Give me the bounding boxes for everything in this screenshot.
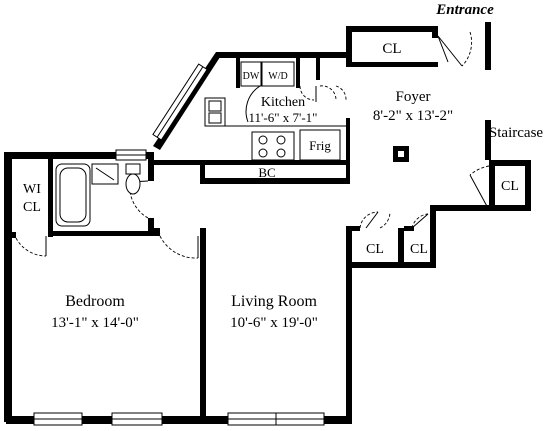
- foyer-dims: 8'-2" x 13'-2": [373, 108, 453, 124]
- fixtures: [55, 61, 409, 227]
- closet-lower-left-label: CL: [366, 242, 384, 257]
- labels: Entrance CL Foyer 8'-2" x 13'-2" Kitchen…: [23, 2, 543, 331]
- dishwasher-label: DW: [243, 71, 260, 82]
- closet-top-label: CL: [382, 41, 401, 57]
- fridge-label: Frig: [309, 138, 331, 153]
- bathtub: [55, 163, 91, 227]
- walk-in-closet-label-2: CL: [23, 200, 41, 215]
- walls: [4, 22, 531, 424]
- stove: [251, 131, 295, 161]
- closet-stair-label: CL: [501, 179, 519, 194]
- entrance-label: Entrance: [435, 2, 494, 18]
- foyer-name: Foyer: [396, 89, 431, 105]
- kitchen-dims: 11'-6" x 7'-1": [249, 110, 318, 125]
- washer-dryer-label: W/D: [268, 71, 287, 82]
- staircase-label: Staircase: [489, 125, 543, 141]
- living-room-name: Living Room: [231, 293, 317, 310]
- toilet: [125, 163, 141, 175]
- bc-label: BC: [258, 165, 275, 180]
- bedroom-dims: 13'-1" x 14'-0": [51, 315, 139, 331]
- closet-lower-right-label: CL: [410, 242, 428, 257]
- walk-in-closet-label-1: WI: [23, 182, 41, 197]
- kitchen-name: Kitchen: [261, 95, 305, 110]
- living-room-dims: 10'-6" x 19'-0": [230, 315, 318, 331]
- fridge: [299, 129, 341, 161]
- windows: [33, 63, 325, 426]
- bedroom-name: Bedroom: [65, 293, 125, 310]
- kitchen-sink: [204, 97, 226, 127]
